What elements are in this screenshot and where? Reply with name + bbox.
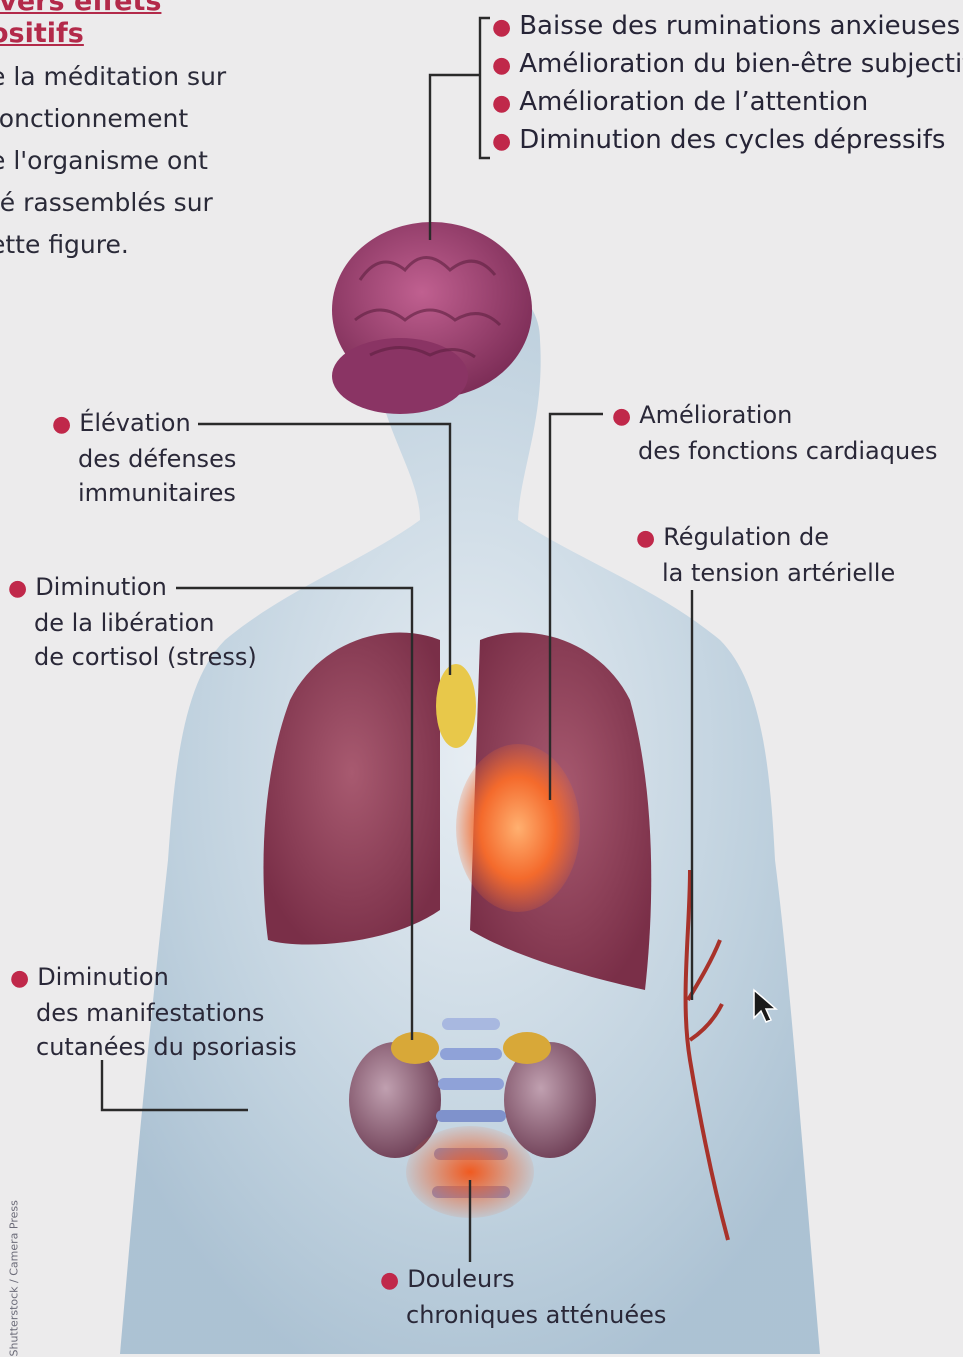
label-cardiac: ● Amélioration des fonctions cardiaques xyxy=(612,398,937,468)
brain-effect-item: ● Amélioration de l’attention xyxy=(492,84,963,122)
label-text: Douleurs xyxy=(407,1265,514,1293)
label-line: ● Régulation de xyxy=(636,520,895,556)
heart-illustration xyxy=(456,744,580,912)
intro-title-line: ositifs xyxy=(0,18,250,50)
brain-effect-item: ● Amélioration du bien-être subjectif xyxy=(492,46,963,84)
label-text: Amélioration xyxy=(639,401,792,429)
mouse-pointer-icon xyxy=(752,988,778,1024)
bullet-icon: ● xyxy=(636,526,655,551)
bullet-icon: ● xyxy=(492,53,511,78)
intro-caption: ivers effets ositifs e la méditation sur… xyxy=(0,0,250,266)
label-line: la tension artérielle xyxy=(636,556,895,590)
brain-effect-text: Baisse des ruminations anxieuses xyxy=(519,11,960,41)
label-line: cutanées du psoriasis xyxy=(10,1030,297,1064)
bullet-icon: ● xyxy=(492,15,511,40)
bullet-icon: ● xyxy=(52,412,71,437)
thymus-illustration xyxy=(436,664,476,748)
label-pain: ● Douleurs chroniques atténuées xyxy=(380,1262,666,1332)
label-line: de cortisol (stress) xyxy=(8,640,257,674)
brain-effect-item: ● Diminution des cycles dépressifs xyxy=(492,122,963,160)
bullet-icon: ● xyxy=(8,576,27,601)
label-line: chroniques atténuées xyxy=(380,1298,666,1332)
brain-effect-item: ● Baisse des ruminations anxieuses xyxy=(492,8,963,46)
label-line: des fonctions cardiaques xyxy=(612,434,937,468)
label-line: immunitaires xyxy=(52,476,236,510)
intro-title: ivers effets ositifs xyxy=(0,0,250,50)
intro-body-line: fonctionnement xyxy=(0,98,250,140)
label-text: Diminution xyxy=(35,573,167,601)
bullet-icon: ● xyxy=(492,91,511,116)
label-cortisol: ● Diminution de la libération de cortisol… xyxy=(8,570,257,674)
bullet-icon: ● xyxy=(380,1268,399,1293)
label-line: ● Diminution xyxy=(10,960,297,996)
label-line: de la libération xyxy=(8,606,257,640)
label-psoriasis: ● Diminution des manifestations cutanées … xyxy=(10,960,297,1064)
label-line: ● Diminution xyxy=(8,570,257,606)
intro-body: e la méditation sur fonctionnement e l'o… xyxy=(0,56,250,266)
label-line: ● Douleurs xyxy=(380,1262,666,1298)
intro-body-line: té rassemblés sur xyxy=(0,182,250,224)
brain-effect-text: Amélioration de l’attention xyxy=(519,87,868,117)
label-line: des défenses xyxy=(52,442,236,476)
brain-effects-list: ● Baisse des ruminations anxieuses ● Améli… xyxy=(492,8,963,160)
intro-title-line: ivers effets xyxy=(0,0,250,18)
label-pressure: ● Régulation de la tension artérielle xyxy=(636,520,895,590)
bullet-icon: ● xyxy=(10,966,29,991)
photo-credit: Shutterstock / Camera Press xyxy=(8,1137,21,1357)
intro-body-line: ette figure. xyxy=(0,224,250,266)
leader-brain-bracket xyxy=(480,18,490,158)
brain-effect-text: Diminution des cycles dépressifs xyxy=(519,125,945,155)
label-line: ● Élévation xyxy=(52,406,236,442)
label-line: des manifestations xyxy=(10,996,297,1030)
bullet-icon: ● xyxy=(612,404,631,429)
intro-body-line: e l'organisme ont xyxy=(0,140,250,182)
bullet-icon: ● xyxy=(492,129,511,154)
label-text: Diminution xyxy=(37,963,169,991)
label-text: Régulation de xyxy=(663,523,829,551)
intro-body-line: e la méditation sur xyxy=(0,56,250,98)
leader-brain xyxy=(430,75,480,240)
label-line: ● Amélioration xyxy=(612,398,937,434)
label-immune: ● Élévation des défenses immunitaires xyxy=(52,406,236,510)
label-text: Élévation xyxy=(79,409,190,437)
brain-effect-text: Amélioration du bien-être subjectif xyxy=(519,49,963,79)
